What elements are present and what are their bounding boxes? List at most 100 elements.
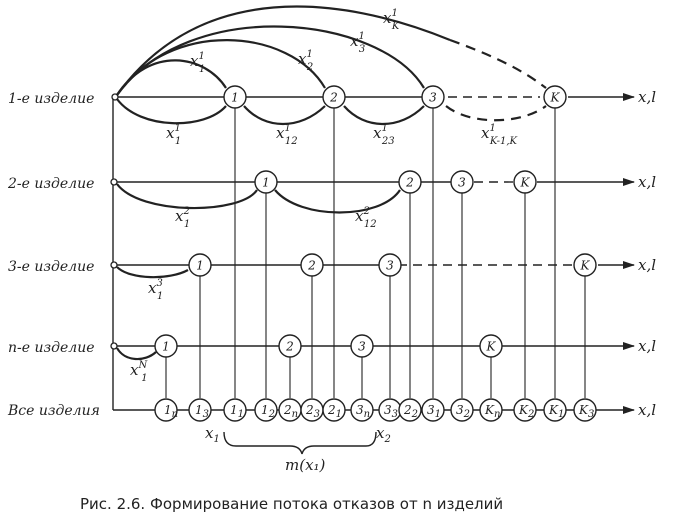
label-x2-bottom: x2: [376, 424, 391, 445]
svg-text:31: 31: [427, 403, 441, 420]
svg-text:13: 13: [195, 403, 209, 420]
axis-label-rown: x,l: [638, 337, 656, 355]
svg-text:K: K: [580, 259, 591, 273]
row3-node-2: 2: [300, 253, 324, 277]
row1-node-1: 1: [223, 85, 247, 109]
svg-text:32: 32: [456, 403, 470, 420]
svg-text:3: 3: [458, 176, 466, 190]
svg-text:2: 2: [405, 176, 414, 190]
rown-node-1: 1: [154, 334, 178, 358]
all-node-k2: K2: [513, 398, 537, 422]
svg-text:33: 33: [384, 403, 398, 420]
axis-label-all: x,l: [638, 401, 656, 419]
row-label-1: 1-е изделие: [8, 91, 94, 107]
rown-node-2: 2: [278, 334, 302, 358]
vertical-connectors: [165, 108, 586, 398]
svg-text:21: 21: [327, 403, 342, 420]
arc-x231-lower: [343, 105, 425, 125]
svg-text:2: 2: [307, 259, 316, 273]
row2-node-1: 1: [254, 170, 278, 194]
svg-text:3: 3: [358, 340, 366, 354]
figure-caption: Рис. 2.6. Формирование потока отказов от…: [80, 495, 503, 513]
svg-text:1: 1: [262, 176, 270, 190]
arc-x122-lower: [274, 189, 401, 214]
arc-x12-lower: [116, 183, 258, 210]
row1-node-2: 2: [322, 85, 346, 109]
svg-text:23: 23: [305, 403, 320, 420]
row2-node-k: K: [513, 170, 537, 194]
all-node-k3: K3: [573, 398, 597, 422]
arc-x13-lower: [116, 266, 189, 279]
all-node-k1: K1: [543, 398, 567, 422]
all-node-2n: 2n: [278, 398, 302, 422]
arc-x1N-lower: [116, 347, 157, 361]
start-point-2: [110, 178, 118, 186]
all-node-11: 11: [223, 398, 247, 422]
svg-text:1: 1: [231, 91, 239, 105]
svg-text:K1: K1: [548, 403, 564, 420]
all-node-31: 31: [421, 398, 445, 422]
row3-node-1: 1: [188, 253, 212, 277]
svg-text:1: 1: [162, 340, 170, 354]
all-node-33: 33: [378, 398, 402, 422]
arc-xK1-dashed: [449, 38, 547, 89]
svg-text:12: 12: [261, 403, 275, 420]
svg-text:K: K: [520, 176, 531, 190]
axis-label-row2: x,l: [638, 173, 656, 191]
row-label-2: 2-е изделие: [7, 176, 94, 192]
all-node-23: 23: [300, 398, 324, 422]
axis-label-row3: x,l: [638, 256, 656, 274]
all-node-1n: 1n: [154, 398, 178, 422]
all-node-21: 21: [322, 398, 346, 422]
row-label-3: 3-е изделие: [8, 259, 94, 275]
svg-text:2: 2: [285, 340, 294, 354]
svg-text:K: K: [550, 91, 561, 105]
start-point-3: [110, 261, 118, 269]
svg-text:11: 11: [230, 403, 244, 420]
row-label-all: Все изделия: [7, 403, 100, 419]
svg-text:3n: 3n: [356, 403, 370, 420]
all-node-3n: 3n: [350, 398, 374, 422]
svg-text:3: 3: [429, 91, 437, 105]
all-node-kn: Kn: [479, 398, 503, 422]
row3-node-k: K: [573, 253, 597, 277]
svg-text:1: 1: [196, 259, 204, 273]
rown-node-k: K: [479, 334, 503, 358]
row3-node-3: 3: [378, 253, 402, 277]
svg-text:1n: 1n: [164, 403, 178, 420]
arc-x31-upper: [116, 25, 425, 96]
label-m-x1: m(x₁): [285, 456, 326, 474]
all-node-13: 13: [188, 398, 212, 422]
row1-node-k: K: [543, 85, 567, 109]
arc-x121-lower: [243, 105, 326, 125]
svg-text:K2: K2: [518, 403, 534, 420]
arc-xK1K-lower: [445, 105, 547, 122]
rown-node-3: 3: [350, 334, 374, 358]
arc-x11-lower: [116, 98, 227, 125]
svg-text:Kn: Kn: [484, 403, 500, 420]
all-node-12: 12: [254, 398, 278, 422]
start-point-n: [110, 342, 118, 350]
interval-brace: [223, 431, 377, 455]
svg-text:K3: K3: [578, 403, 594, 420]
arc-xK1-solid: [116, 5, 451, 96]
svg-text:K: K: [486, 340, 497, 354]
svg-text:2n: 2n: [283, 403, 298, 420]
svg-text:2: 2: [329, 91, 338, 105]
row-label-n: n-е изделие: [8, 340, 95, 356]
axis-label-row1: x,l: [638, 88, 656, 106]
svg-text:3: 3: [386, 259, 394, 273]
row2-node-3: 3: [450, 170, 474, 194]
row1-node-3: 3: [421, 85, 445, 109]
